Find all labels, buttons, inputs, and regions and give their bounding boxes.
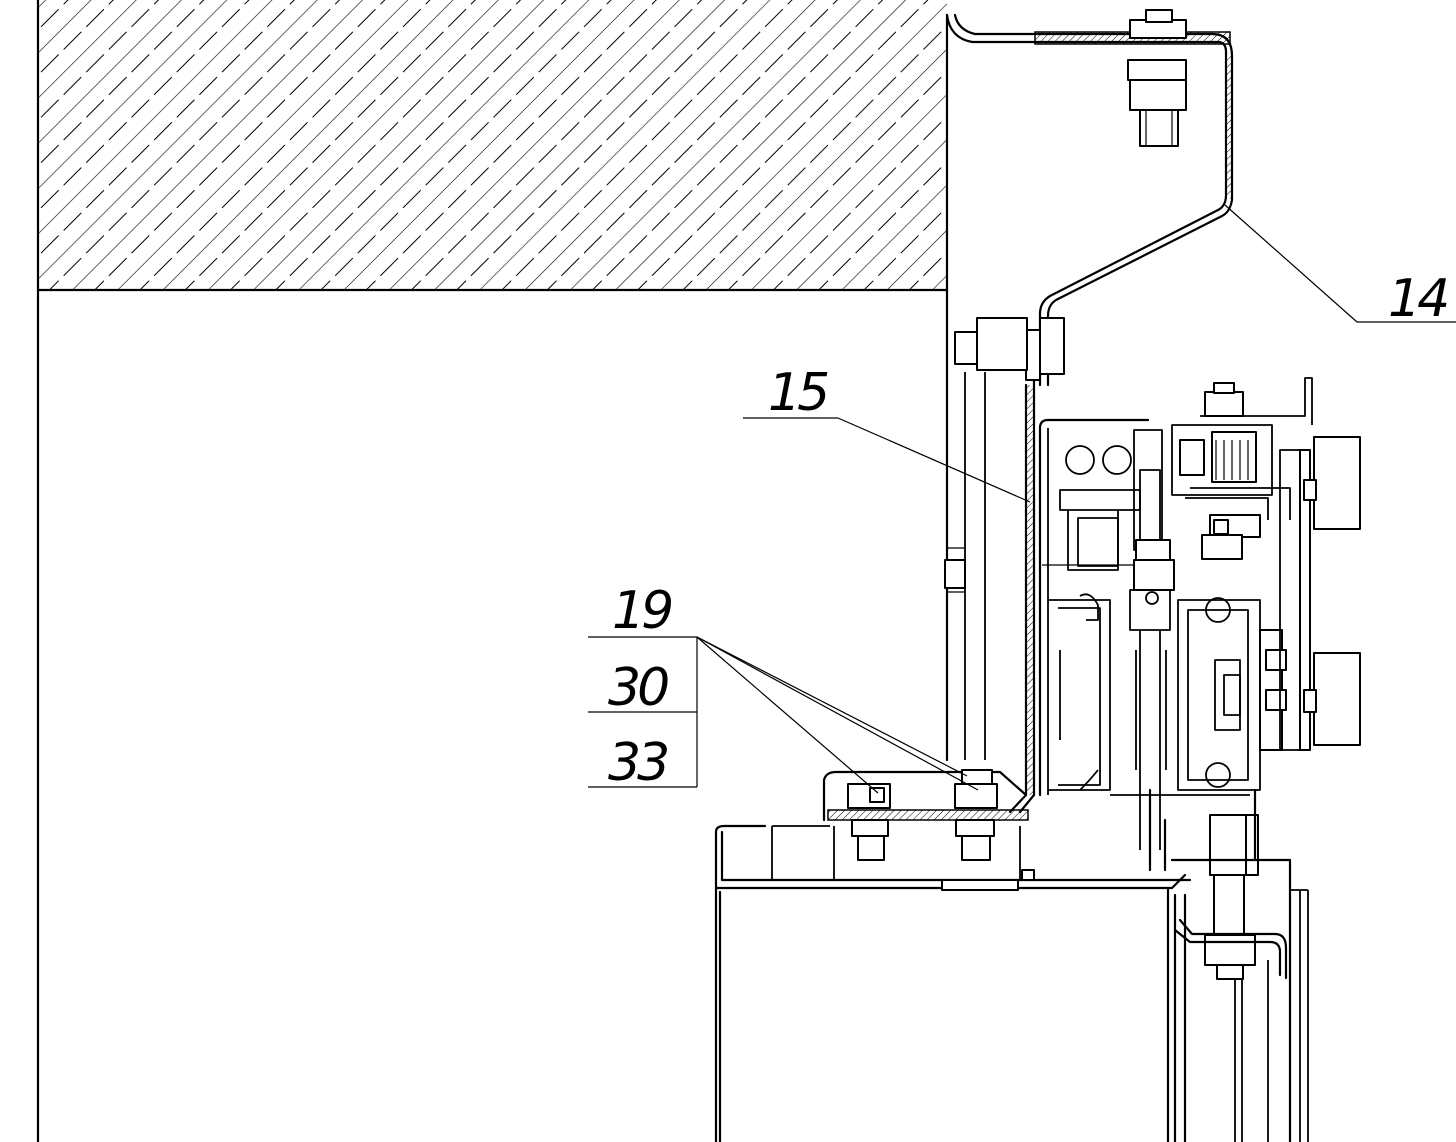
threaded-rod [944, 317, 1065, 760]
lower-right-assembly [1148, 788, 1309, 1142]
drive-mechanism [1038, 377, 1361, 850]
callout-15: 15 [768, 363, 828, 423]
callout-33: 33 [608, 733, 667, 793]
bottom-bracket [822, 769, 1029, 861]
lower-cabinet [714, 824, 1192, 1142]
vertical-plate [1008, 328, 1041, 814]
callout-19: 19 [612, 581, 671, 641]
concrete-slab-section [36, 0, 949, 292]
callout-30: 30 [608, 658, 668, 718]
top-bolt [1127, 9, 1187, 147]
leader-lines [588, 204, 1456, 794]
callout-14: 14 [1388, 269, 1447, 329]
